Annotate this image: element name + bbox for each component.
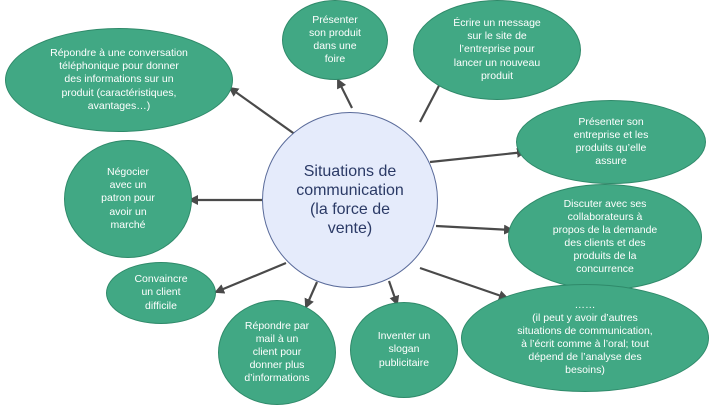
bubble-convaincre-client: Convaincre un client difficile (106, 262, 216, 324)
arrow-to-autres (419, 266, 509, 301)
bubble-inventer-slogan: Inventer un slogan publicitaire (350, 302, 458, 398)
bubble-repondre-conversation-telephonique: Répondre à une conversation téléphonique… (5, 28, 233, 132)
central-topic-ellipse: Situations de communication (la force de… (262, 112, 438, 288)
arrow-to-collaborateurs (435, 224, 514, 235)
arrow-to-slogan (387, 280, 400, 306)
arrow-to-foire (337, 78, 353, 109)
bubble-discuter-collaborateurs: Discuter avec ses collaborateurs à propo… (508, 184, 702, 290)
arrow-to-telephone (228, 86, 297, 136)
bubble-ecrire-message-site: Écrire un message sur le site de l’entre… (413, 0, 581, 100)
bubble-presenter-entreprise: Présenter son entreprise et les produits… (516, 100, 706, 184)
bubble-presenter-produit-foire: Présenter son produit dans une foire (282, 0, 388, 80)
arrow-to-presenter-entreprise (429, 147, 527, 164)
bubble-repondre-mail: Répondre par mail à un client pour donne… (218, 300, 336, 405)
arrow-to-mail (304, 281, 319, 309)
arrow-to-convaincre (214, 261, 287, 294)
bubble-autres-situations: …… (il peut y avoir d’autres situations … (461, 284, 709, 392)
bubble-negocier-patron: Négocier avec un patron pour avoir un ma… (64, 140, 192, 258)
